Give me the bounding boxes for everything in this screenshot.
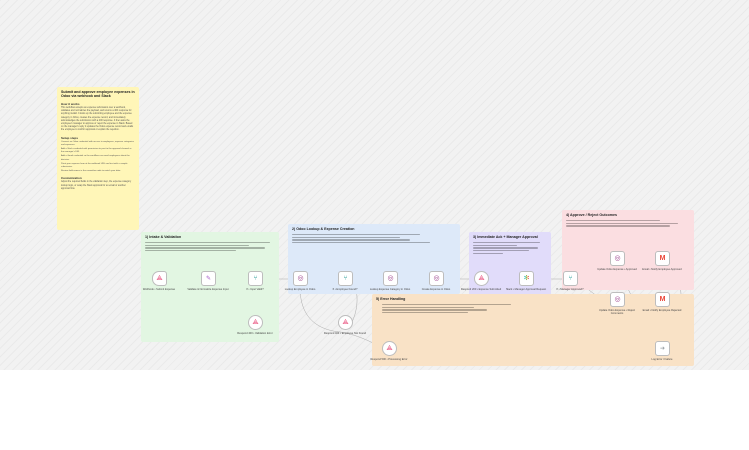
note-setup-step: Add a Slack credential with permission t…: [61, 148, 132, 154]
section-description: [382, 303, 690, 314]
section-title: 4) Approve / Reject Outcomes: [566, 213, 617, 217]
if-branch-icon: ⑂: [568, 275, 573, 282]
if-manager-approved-node[interactable]: ⑂: [563, 271, 578, 286]
section-title: 1) Intake & Validation: [145, 235, 182, 239]
node-label: Lookup Employee in Odoo: [284, 288, 316, 291]
slack-manager-approval-node[interactable]: ✻: [519, 271, 534, 286]
respond-500-node[interactable]: ⟁: [382, 341, 397, 356]
node-label: Email • Notify Employee Rejected: [642, 309, 682, 312]
node-label: Respond 500 • Processing Error: [370, 358, 408, 361]
respond-404-node[interactable]: ⟁: [338, 315, 353, 330]
note-title: Submit and approve employee expenses in …: [61, 90, 135, 99]
section-description: [566, 219, 690, 227]
webhook-icon: ⟁: [156, 275, 163, 282]
webhook-submit-expense-node[interactable]: ⟁: [152, 271, 167, 286]
node-label: If • Input Valid?: [246, 288, 264, 291]
webhook-icon: ⟁: [252, 319, 259, 326]
section-title: 3) Immediate Ack + Manager Approval: [473, 235, 538, 239]
if-branch-icon: ⑂: [343, 275, 348, 282]
note-how-text: This workflow accepts an expense submiss…: [61, 107, 134, 132]
node-label: Respond 404 • Employee Not Found: [323, 332, 367, 335]
section-immediate-ack[interactable]: 3) Immediate Ack + Manager Approval: [469, 232, 551, 296]
workflow-canvas[interactable]: Submit and approve employee expenses in …: [0, 0, 749, 370]
no-op-icon: ➜: [659, 345, 666, 352]
node-label: If • Manager Approved?: [556, 288, 584, 291]
section-error-handling[interactable]: 5) Error Handling: [372, 294, 694, 366]
node-label: Respond 400 • Validation Error: [237, 332, 273, 335]
update-expense-approved-node[interactable]: ◎: [610, 251, 625, 266]
note-custom-text: Adjust the required fields in the valida…: [61, 181, 132, 190]
odoo-icon: ◎: [614, 255, 621, 262]
node-label: Log Error / Failure: [651, 358, 673, 361]
note-custom-heading: Customization: [61, 176, 82, 181]
section-description: [145, 241, 275, 252]
node-label: Validate & Normalize Expense Input: [187, 288, 229, 291]
webhook-icon: ⟁: [342, 319, 349, 326]
node-label: If • Employee Found?: [332, 288, 358, 291]
note-setup-step: Review field names in the normalize node…: [61, 170, 121, 173]
lookup-employee-odoo-node[interactable]: ◎: [293, 271, 308, 286]
email-employee-approved-node[interactable]: M: [655, 251, 670, 266]
note-setup-list: Connect an Odoo credential with access t…: [61, 141, 135, 174]
section-description: [292, 233, 456, 244]
odoo-icon: ◎: [387, 275, 394, 282]
note-setup-step: Point your expense form at the webhook U…: [61, 162, 128, 168]
email-employee-rejected-node[interactable]: M: [655, 292, 670, 307]
no-op-node[interactable]: ➜: [655, 341, 670, 356]
node-label: Slack • Manager Approval Request: [505, 288, 547, 291]
slack-icon: ✻: [523, 275, 530, 282]
if-branch-icon: ⑂: [253, 275, 258, 282]
odoo-icon: ◎: [297, 275, 304, 282]
note-how-heading: How it works: [61, 101, 80, 106]
node-label: Email • Notify Employee Approved: [642, 268, 682, 271]
section-approve-reject[interactable]: 4) Approve / Reject Outcomes: [562, 210, 694, 290]
update-expense-rejected-node[interactable]: ◎: [610, 292, 625, 307]
respond-200-node[interactable]: ⟁: [474, 271, 489, 286]
respond-400-node[interactable]: ⟁: [248, 315, 263, 330]
node-label: Update Odoo Expense • Reject Comments: [599, 309, 635, 316]
section-title: 5) Error Handling: [376, 297, 406, 301]
if-employee-found-node[interactable]: ⑂: [338, 271, 353, 286]
note-setup-step: Connect an Odoo credential with access t…: [61, 140, 134, 146]
node-label: Webhook • Submit Expense: [142, 288, 176, 291]
node-label: Update Odoo Expense • Approved: [597, 268, 637, 271]
node-label: Respond 200 • Expense Submitted: [460, 288, 502, 291]
workflow-description-note[interactable]: Submit and approve employee expenses in …: [57, 87, 139, 230]
section-description: [473, 241, 547, 255]
code-icon: ✎: [205, 275, 212, 282]
note-setup-step: Add a Gmail credential so the workflow c…: [61, 155, 130, 161]
if-input-valid-node[interactable]: ⑂: [248, 271, 263, 286]
create-expense-odoo-node[interactable]: ◎: [429, 271, 444, 286]
node-label: Create Expense in Odoo: [421, 288, 451, 291]
webhook-icon: ⟁: [478, 275, 485, 282]
odoo-icon: ◎: [433, 275, 440, 282]
gmail-icon: M: [659, 296, 666, 303]
lookup-category-odoo-node[interactable]: ◎: [383, 271, 398, 286]
webhook-icon: ⟁: [386, 345, 393, 352]
section-title: 2) Odoo Lookup & Expense Creation: [292, 227, 355, 231]
gmail-icon: M: [659, 255, 666, 262]
note-setup-heading: Setup steps: [61, 135, 79, 140]
normalize-expense-node[interactable]: ✎: [201, 271, 216, 286]
node-label: Lookup Expense Category in Odoo: [369, 288, 411, 291]
odoo-icon: ◎: [614, 296, 621, 303]
